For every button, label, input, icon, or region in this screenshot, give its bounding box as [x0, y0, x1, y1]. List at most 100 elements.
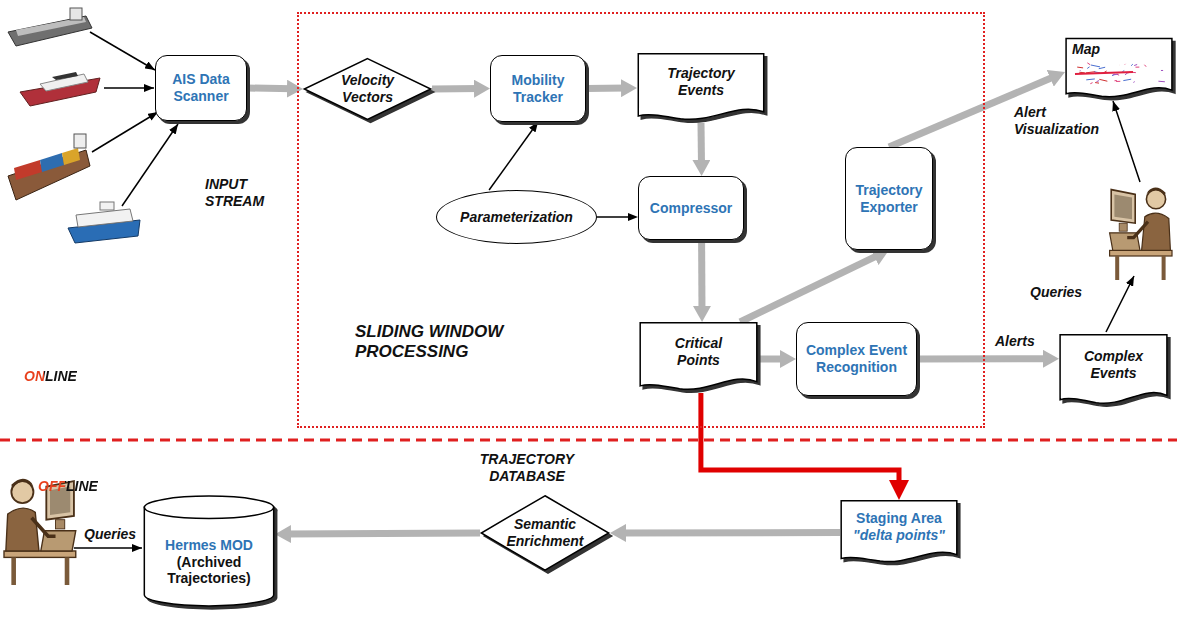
document-shape: Complex Events — [1059, 334, 1168, 407]
section-label: OFFLINE — [38, 478, 98, 495]
text-label: TRAJECTORY DATABASE — [452, 451, 602, 485]
document-path — [1060, 335, 1167, 403]
node-label: Semantic Enrichment — [502, 516, 588, 550]
node-text: Critical Points — [659, 335, 739, 369]
document-path — [1066, 39, 1172, 97]
node-label: Trajectory Exporter — [851, 182, 927, 216]
track-stroke — [1091, 65, 1100, 67]
archive-arrow — [701, 393, 899, 488]
process-box: Compressor — [638, 176, 744, 240]
process-box: Trajectory Exporter — [845, 147, 933, 250]
node-label: Trajectory Events — [656, 65, 746, 99]
flow-arrow — [247, 85, 293, 93]
flow-arrow — [620, 529, 840, 537]
node-text: Mobility Tracker — [496, 72, 580, 106]
track-stroke — [1131, 64, 1133, 66]
cylinder-top — [144, 496, 273, 518]
flow-arrow — [586, 85, 627, 92]
node-text: Velocity Vectors — [328, 72, 408, 106]
document-path — [841, 501, 957, 562]
track-stroke — [1113, 74, 1118, 76]
track-stroke — [1099, 67, 1105, 68]
text-label: OFFLINE — [38, 478, 98, 495]
flow-arrow — [917, 355, 1049, 362]
online-offline-divider — [0, 439, 1177, 442]
analyst-figure — [1110, 188, 1172, 280]
node-text: Compressor — [650, 200, 732, 217]
node-label: (Archived Trajectories) — [151, 554, 267, 588]
node-label: SLIDING WINDOW PROCESSING — [355, 322, 520, 363]
node-label: Compressor — [650, 200, 732, 217]
processing-region: SLIDING WINDOW PROCESSING Velocity Vector… — [297, 12, 985, 428]
map-document: Map — [1065, 38, 1173, 100]
node-text: Trajectory Exporter — [851, 182, 927, 216]
user-arrows — [74, 101, 1140, 548]
track-stroke — [1087, 67, 1089, 69]
track-stroke — [1158, 81, 1164, 83]
node-text: Semantic Enrichment — [502, 516, 588, 550]
track-stroke — [1099, 79, 1107, 81]
process-box: Complex Event Recognition — [796, 322, 917, 396]
parameter-ellipse: Parameterization — [436, 190, 597, 244]
text-label: INPUT STREAM — [205, 176, 295, 210]
parameter-arrow — [489, 125, 536, 190]
edge-label: Alerts — [993, 333, 1037, 350]
node-text: Staging Area"delta points" — [853, 510, 945, 544]
track-stroke — [1133, 81, 1135, 82]
ship-icons — [8, 8, 140, 243]
cylinder-body — [144, 507, 273, 606]
track-stroke — [1075, 72, 1133, 74]
node-text: Complex Event Recognition — [804, 342, 909, 376]
node-label: Complex Event Recognition — [804, 342, 909, 376]
document-path — [640, 323, 757, 390]
node-label: Velocity Vectors — [328, 72, 408, 106]
track-stroke — [1087, 63, 1090, 65]
node-label: AIS Data Scanner — [161, 71, 241, 105]
node-label: Critical Points — [659, 335, 739, 369]
document-shape: Trajectory Events — [637, 53, 765, 123]
track-stroke — [1090, 83, 1092, 84]
text-label: Queries — [1030, 284, 1082, 301]
track-stroke — [1086, 78, 1095, 80]
flow-arrow — [758, 355, 786, 362]
track-stroke — [1123, 79, 1131, 80]
flow-arrow — [432, 85, 480, 92]
track-stroke — [1124, 63, 1126, 65]
process-box: AIS Data Scanner — [155, 55, 247, 121]
document-path — [638, 54, 763, 120]
node-text: Hermes MOD(Archived Trajectories) — [151, 537, 267, 587]
node-text: Complex Events — [1074, 348, 1154, 382]
track-stroke — [1116, 81, 1120, 82]
flow-arrow — [740, 254, 880, 322]
track-stroke — [1096, 81, 1099, 82]
section-label: ONLINE — [24, 368, 77, 385]
process-box: Mobility Tracker — [490, 55, 586, 122]
database-cylinder: Hermes MOD(Archived Trajectories) — [143, 495, 275, 607]
text-label: Queries — [84, 526, 136, 543]
decision-diamond: Semantic Enrichment — [480, 495, 610, 571]
track-stroke — [1144, 65, 1146, 67]
diamond-path — [304, 59, 430, 120]
flow-arrow — [285, 533, 480, 534]
node-text: AIS Data Scanner — [161, 71, 241, 105]
flow-arrow — [698, 123, 706, 166]
node-label: Mobility Tracker — [496, 72, 580, 106]
decision-diamond: Velocity Vectors — [303, 58, 432, 120]
node-text: SLIDING WINDOW PROCESSING — [355, 322, 520, 363]
document-shape: Staging Area"delta points" — [840, 500, 958, 565]
document-shape: Critical Points — [639, 322, 758, 393]
text-label: ONLINE — [24, 368, 77, 385]
node-text: Parameterization — [460, 209, 573, 226]
node-text: Trajectory Events — [656, 65, 746, 99]
track-stroke — [1077, 67, 1083, 69]
parameter-arrow — [597, 216, 634, 218]
node-label: Parameterization — [460, 209, 573, 226]
diamond-path — [481, 496, 608, 570]
node-label: Hermes MOD — [151, 537, 267, 554]
track-stroke — [1135, 67, 1139, 68]
track-stroke — [1161, 70, 1163, 71]
text-label: Alert Visualization — [1014, 104, 1110, 138]
map-thumbnail — [1073, 62, 1167, 86]
node-label: Map — [1072, 41, 1100, 58]
